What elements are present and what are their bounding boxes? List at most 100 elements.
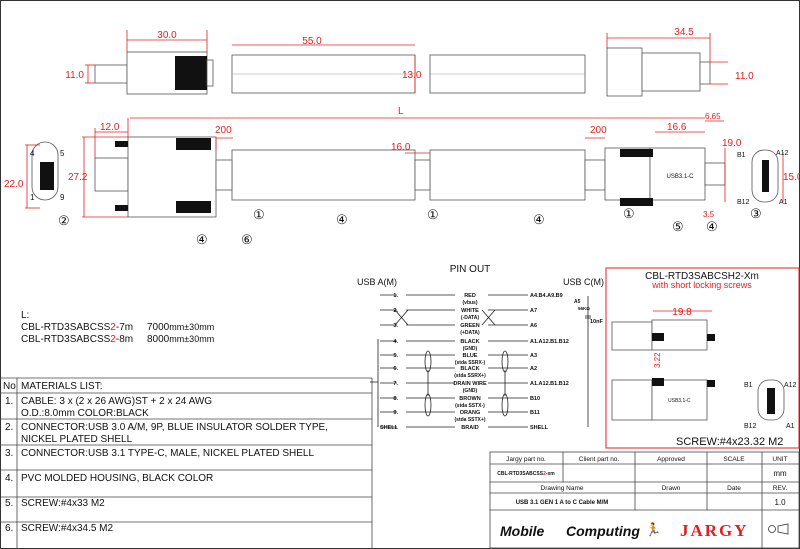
pin-a: 6. xyxy=(393,366,398,372)
svg-text:Date: Date xyxy=(727,485,741,492)
svg-text:CBL-RTD3SABCSH2-Xm: CBL-RTD3SABCSH2-Xm xyxy=(645,271,759,282)
plug-c-side-view: USB3.1-C 16.6 6.65 19.0 3.5 xyxy=(604,112,742,219)
pin-c: B10 xyxy=(530,396,540,402)
wire-color: DRAIN WIRE xyxy=(453,381,487,387)
dim-plug-a-length: 30.0 xyxy=(157,30,177,41)
pair-marker xyxy=(394,309,496,326)
svg-text:4.: 4. xyxy=(5,473,13,484)
wire-signal: (stda SSTX-) xyxy=(455,403,485,409)
svg-text:CABLE: 3 x (2 x 26 AWG)ST + 2: CABLE: 3 x (2 x 26 AWG)ST + 2 x 24 AWG xyxy=(21,396,212,407)
wire-signal: (GND) xyxy=(463,346,478,352)
wire-signal: (vbus) xyxy=(463,300,478,306)
svg-text:16.6: 16.6 xyxy=(667,122,687,133)
svg-text:A12: A12 xyxy=(776,150,789,157)
svg-text:USB C(M): USB C(M) xyxy=(563,277,604,287)
plug-c-end-view: 15.0 B1 A12 B12 A1 xyxy=(737,149,800,206)
svg-text:②: ② xyxy=(58,213,70,228)
svg-text:PVC MOLDED HOUSING, BLACK COLO: PVC MOLDED HOUSING, BLACK COLOR xyxy=(21,473,213,484)
wire-color: BROWN xyxy=(459,396,480,402)
dim-plug-c-length: 34.5 xyxy=(674,27,694,38)
title-block: Jargy part no. Client part no. Approved … xyxy=(489,451,800,549)
svg-text:56KΩ: 56KΩ xyxy=(578,306,590,311)
svg-text:8000mm±30mm: 8000mm±30mm xyxy=(147,334,214,345)
svg-text:CBL-RTD3SABCSS2-8m: CBL-RTD3SABCSS2-8m xyxy=(21,334,133,345)
svg-text:Drawing Name: Drawing Name xyxy=(541,485,584,492)
svg-text:200: 200 xyxy=(590,125,607,136)
plug-a-end-view: 22.0 4 5 1 9 xyxy=(4,141,65,209)
wire-color: RED xyxy=(464,293,476,299)
svg-text:①: ① xyxy=(623,206,635,221)
pin-c: A4.B4.A9.B9 xyxy=(530,293,563,299)
svg-text:5: 5 xyxy=(60,149,65,158)
pinout-row: 1. RED(vbus) A4.B4.A9.B9 xyxy=(380,293,563,306)
pin-c: A7 xyxy=(530,308,537,314)
svg-text:SCALE: SCALE xyxy=(723,456,745,463)
wire-signal: (stda SSRX-) xyxy=(455,360,486,366)
svg-text:B1: B1 xyxy=(744,382,753,389)
svg-text:No: No xyxy=(3,381,16,392)
svg-text:①: ① xyxy=(427,207,439,222)
svg-text:15.0: 15.0 xyxy=(783,172,800,183)
pinout-row: 8.BROWN(stda SSTX-)B10 xyxy=(380,396,540,409)
pin-c: A2 xyxy=(530,366,537,372)
svg-text:CONNECTOR:USB 3.1 TYPE-C, MALE: CONNECTOR:USB 3.1 TYPE-C, MALE, NICKEL P… xyxy=(21,448,314,459)
dim-cable-height: 13.0 xyxy=(402,70,422,81)
svg-text:A1: A1 xyxy=(786,423,795,430)
svg-text:7000mm±30mm: 7000mm±30mm xyxy=(147,322,214,333)
svg-text:19.8: 19.8 xyxy=(672,307,692,318)
svg-text:9: 9 xyxy=(60,193,65,202)
pinout-row: 9.ORANG(stda SSTX+)B11 xyxy=(380,410,540,423)
cable-side-view: 16.0 200 xyxy=(215,125,607,201)
svg-text:A1: A1 xyxy=(779,199,788,206)
svg-text:④: ④ xyxy=(196,232,208,247)
wire-signal: (+DATA) xyxy=(460,330,480,336)
svg-text:Client part no.: Client part no. xyxy=(579,456,620,463)
pinout-row: 7.DRAIN WIRE(GND)A1.A12.B1.B12 xyxy=(380,381,569,394)
svg-text:⑥: ⑥ xyxy=(241,232,253,247)
pin-a: 4. xyxy=(393,339,398,345)
svg-text:USB A(M): USB A(M) xyxy=(357,277,397,287)
svg-text:10nF: 10nF xyxy=(590,319,603,325)
pin-a: 5. xyxy=(393,353,398,359)
wire-signal: (stda SSRX+) xyxy=(454,373,486,379)
top-view-plug-c: 34.5 11.0 xyxy=(606,27,754,97)
pin-c: A6 xyxy=(530,323,537,329)
svg-text:2.: 2. xyxy=(5,422,13,433)
logo-computing: Computing xyxy=(566,523,640,539)
pin-c: A1.A12.B1.B12 xyxy=(530,339,569,345)
svg-text:B12: B12 xyxy=(744,423,757,430)
svg-text:SCREW:#4x33 M2: SCREW:#4x33 M2 xyxy=(21,498,105,509)
running-man-icon: 🏃 xyxy=(645,522,661,537)
svg-text:mm: mm xyxy=(773,469,787,478)
svg-text:③: ③ xyxy=(750,206,762,221)
logo-mobile: Mobile xyxy=(500,523,545,539)
svg-text:④: ④ xyxy=(706,219,718,234)
svg-text:SCREW:#4x34.5 M2: SCREW:#4x34.5 M2 xyxy=(21,523,114,534)
svg-text:CBL-RTD3SABCSS2-7m: CBL-RTD3SABCSS2-7m xyxy=(21,322,133,333)
svg-text:3.: 3. xyxy=(5,448,13,459)
svg-text:Jargy part no.: Jargy part no. xyxy=(506,456,546,463)
dim-cable-length: 55.0 xyxy=(302,36,322,47)
callouts: ① ② ③ ④ ⑥ ④ ① ④ ① ⑤ ④ xyxy=(58,206,762,247)
svg-text:5.: 5. xyxy=(5,498,13,509)
length-info: L: CBL-RTD3SABCSS2-7m 7000mm±30mm CBL-RT… xyxy=(21,310,214,345)
wire-color: BLUE xyxy=(463,353,478,359)
top-view-cable: 55.0 13.0 xyxy=(231,36,586,94)
svg-text:O.D.:8.0mm COLOR:BLACK: O.D.:8.0mm COLOR:BLACK xyxy=(21,408,149,419)
svg-text:USB 3.1 GEN 1 A to C Cable M/M: USB 3.1 GEN 1 A to C Cable M/M xyxy=(516,500,609,506)
pinout-row: 4. BLACK(GND) A1.A12.B1.B12 xyxy=(380,339,569,352)
svg-text:with short locking screws: with short locking screws xyxy=(651,280,752,290)
pin-a: 1. xyxy=(393,293,398,299)
pin-a: 3. xyxy=(393,323,398,329)
wire-signal: (stda SSTX+) xyxy=(455,417,486,423)
pin-c: B11 xyxy=(530,410,540,416)
svg-text:22.0: 22.0 xyxy=(4,179,24,190)
svg-text:CBL-RTD3SABCSS2-xm: CBL-RTD3SABCSS2-xm xyxy=(497,471,555,477)
svg-text:④: ④ xyxy=(336,212,348,227)
wire-color: BLACK xyxy=(460,339,479,345)
wire-color: BRAID xyxy=(461,425,478,431)
svg-text:16.0: 16.0 xyxy=(391,142,411,153)
svg-text:200: 200 xyxy=(215,125,232,136)
